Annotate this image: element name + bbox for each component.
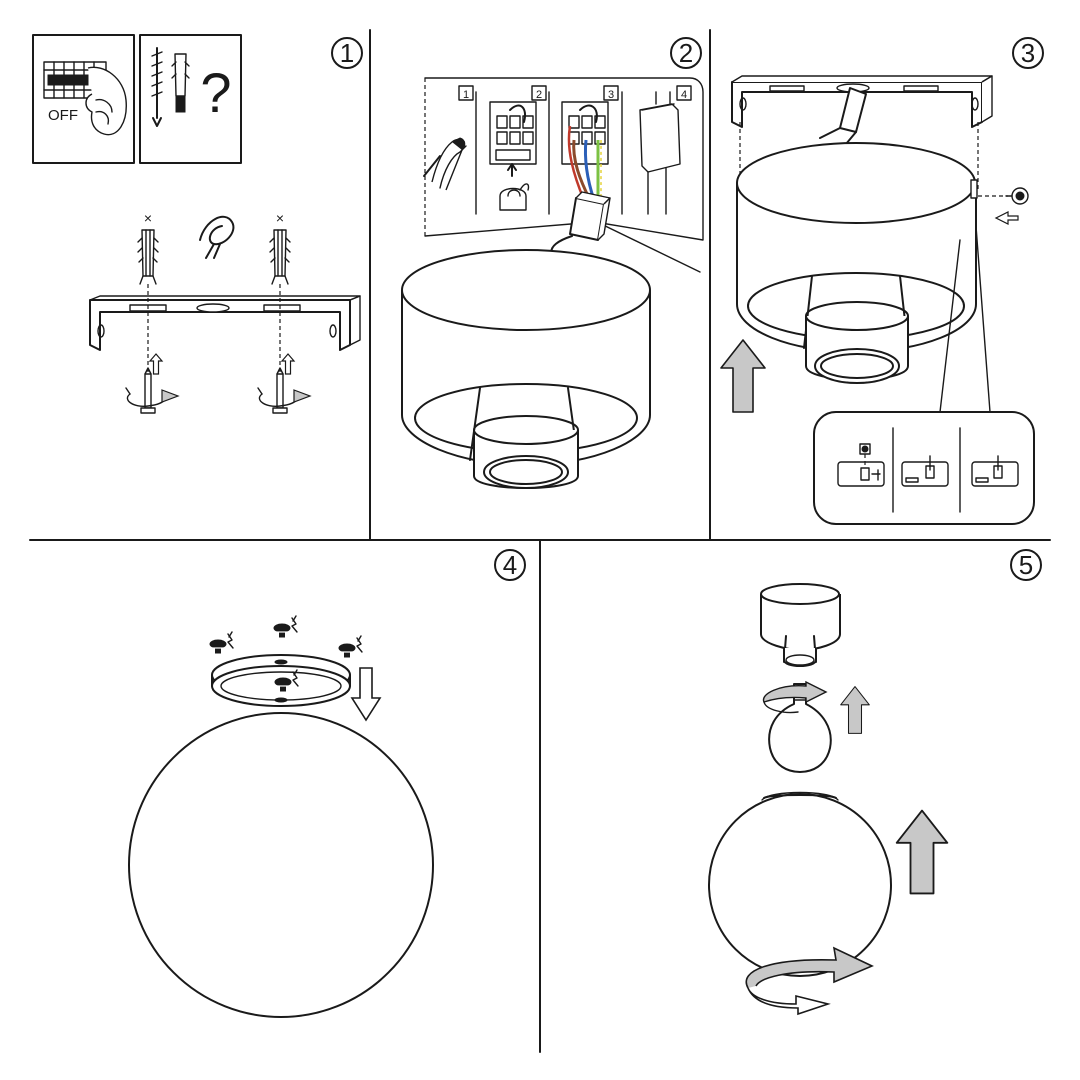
- svg-text:×: ×: [276, 210, 284, 226]
- step-number-1: 1: [331, 37, 363, 69]
- svg-text:1: 1: [340, 38, 354, 68]
- svg-text:2: 2: [536, 89, 542, 101]
- screw-icon: [273, 615, 298, 638]
- terminal-block-wired: [561, 101, 611, 241]
- svg-text:3: 3: [1021, 38, 1035, 68]
- step-number-5: 5: [1010, 549, 1042, 581]
- step-1-panel: OFF ? × ×: [32, 34, 361, 414]
- locking-detail-callout: [813, 411, 1035, 525]
- screw-turn-left: [125, 367, 179, 414]
- mounting-bracket: [89, 295, 361, 351]
- terminal-block-open: [489, 101, 537, 211]
- breaker-off-icon: OFF: [32, 34, 135, 164]
- step-number-2: 2: [670, 37, 702, 69]
- step-number-4: 4: [494, 549, 526, 581]
- glass-globe: [128, 712, 434, 1018]
- ceiling-bracket-step3: [731, 75, 993, 128]
- svg-text:4: 4: [681, 89, 687, 101]
- step-3-panel: [720, 75, 1035, 525]
- step-5-panel: [708, 583, 949, 1016]
- screw-turn-right: [257, 367, 311, 414]
- svg-text:×: ×: [144, 210, 152, 226]
- side-screw-icon: [970, 179, 1029, 225]
- terminal-cover: [639, 91, 681, 215]
- wire-stripper-icon: [423, 137, 467, 191]
- step-4-panel: [128, 615, 434, 1018]
- lamp-body-step2: [401, 249, 651, 489]
- check-hidden-cables-icon: ?: [139, 34, 242, 164]
- twist-arrow-icon: [745, 946, 874, 1016]
- svg-text:3: 3: [608, 89, 614, 101]
- lift-up-arrow: [840, 686, 870, 734]
- screw-icon: [209, 631, 234, 654]
- down-arrow-icon: [350, 667, 382, 722]
- svg-text:2: 2: [679, 38, 693, 68]
- lamp-body-step3: [736, 142, 977, 384]
- wire-coil-icon: [199, 215, 235, 259]
- sub-step-labels: 1 2 3 4: [458, 85, 692, 101]
- wall-plug-left: [137, 229, 159, 285]
- wall-plug-right: [269, 229, 291, 285]
- svg-text:5: 5: [1019, 550, 1033, 580]
- panel-dividers: [29, 29, 1051, 1053]
- step-number-3: 3: [1012, 37, 1044, 69]
- svg-text:?: ?: [200, 61, 231, 124]
- svg-text:1: 1: [463, 89, 469, 101]
- svg-text:4: 4: [503, 550, 517, 580]
- glass-globe-small: [708, 791, 892, 977]
- screw-icon: [338, 635, 363, 658]
- step-2-panel: 1 2 3 4: [401, 77, 704, 489]
- lift-up-arrow: [720, 339, 766, 413]
- rotate-arrow-icon: [762, 680, 828, 714]
- svg-text:OFF: OFF: [48, 107, 78, 124]
- push-up-arrow: [895, 809, 949, 895]
- lamp-holder-step5: [760, 583, 841, 667]
